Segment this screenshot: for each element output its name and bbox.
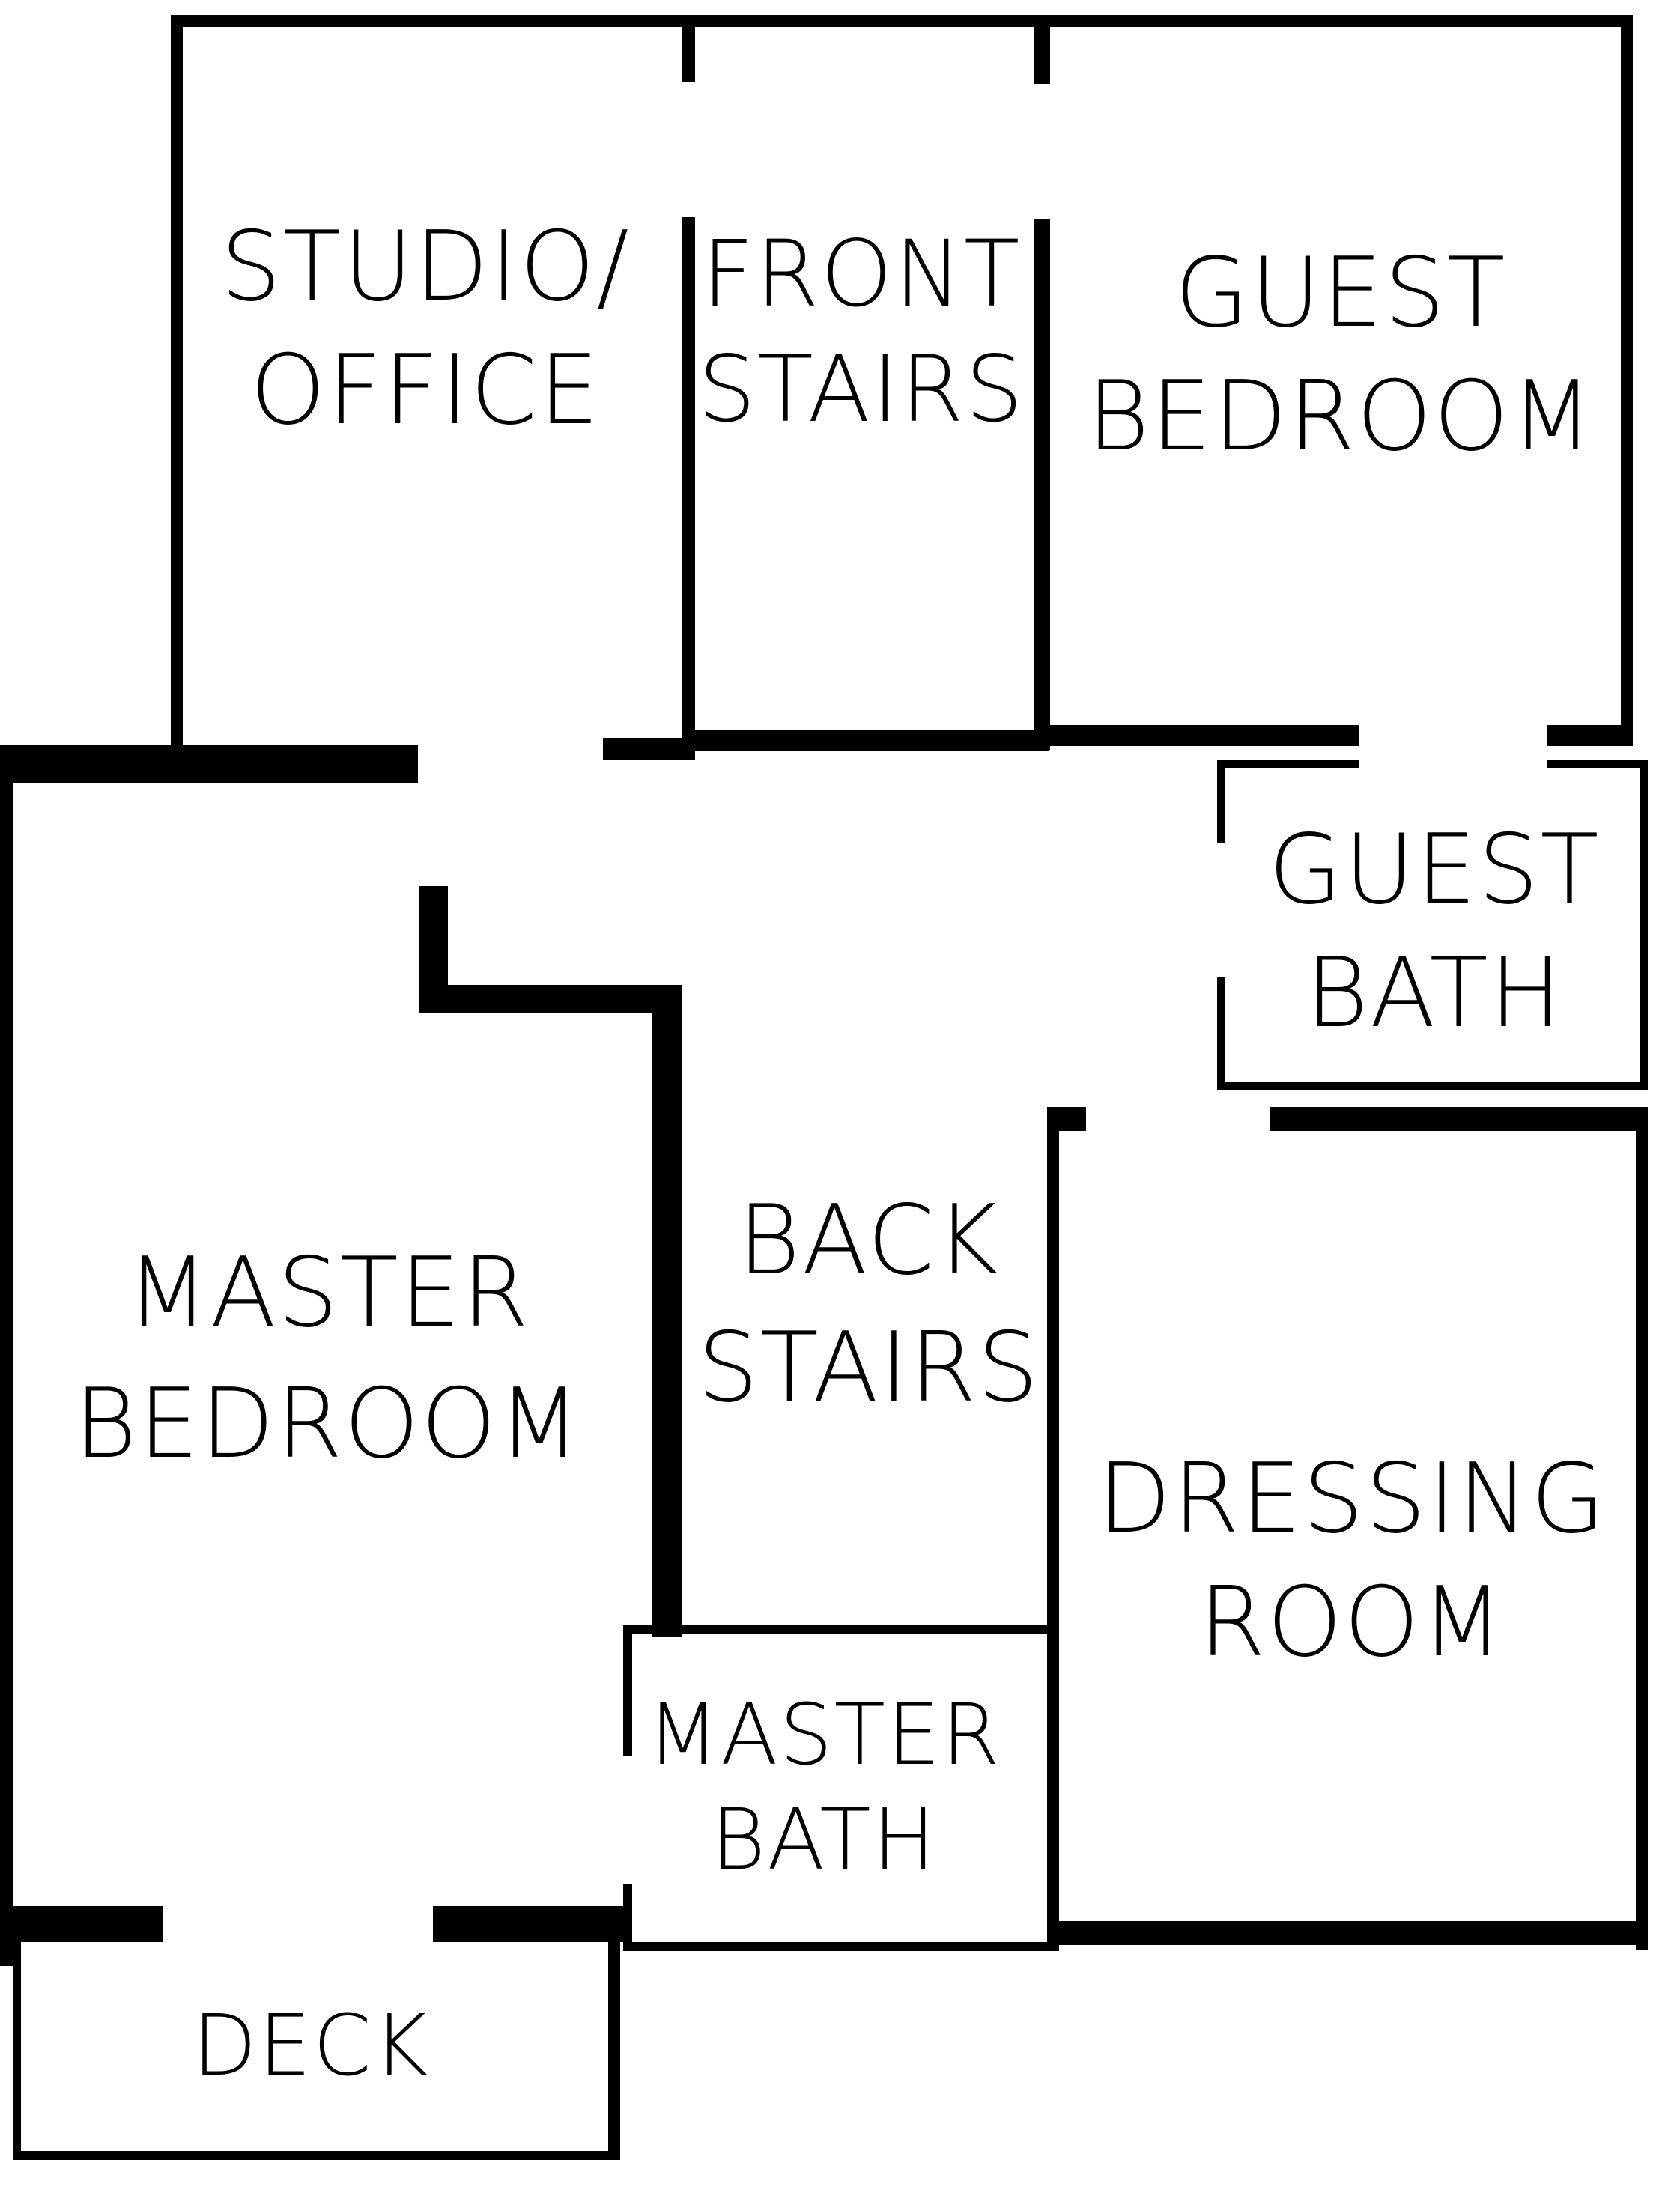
room-labels: STUDIO/ OFFICE FRONT STAIRS GUEST BEDROO…	[74, 211, 1607, 2095]
wall-guest-bedroom-top	[1049, 15, 1633, 27]
wall-master-bath-top	[623, 1625, 1059, 1634]
wall-master-bedroom-top	[0, 745, 418, 783]
wall-master-bath-bottom	[623, 1942, 1059, 1951]
wall-guest-bath-top-left	[1217, 760, 1359, 768]
wall-front-stairs-left-lower	[682, 217, 695, 760]
label-master-bedroom-line1: MASTER	[126, 1237, 530, 1349]
label-studio-office-line1: STUDIO/	[220, 211, 630, 323]
wall-master-bedroom-bottom-left	[0, 1906, 163, 1942]
wall-studio-bottom-stub	[603, 738, 693, 760]
wall-guest-bedroom-bottom-right	[1547, 725, 1633, 746]
label-studio-office-line2: OFFICE	[250, 335, 601, 446]
label-front-stairs-line2: STAIRS	[698, 336, 1025, 443]
wall-front-stairs-top	[695, 15, 1047, 27]
label-master-bath-line1: MASTER	[646, 1687, 1001, 1784]
wall-front-stairs-bottom	[695, 730, 1049, 751]
label-guest-bath-line2: BATH	[1306, 938, 1563, 1049]
wall-guest-bath-bottom	[1217, 1082, 1648, 1090]
wall-master-bath-left-upper	[623, 1625, 632, 1756]
wall-guest-bath-left-lower	[1217, 977, 1225, 1090]
label-master-bedroom-line2: BEDROOM	[74, 1368, 582, 1480]
label-guest-bath-line1: GUEST	[1268, 814, 1600, 926]
label-master-bath-line2: BATH	[711, 1792, 937, 1889]
wall-back-stairs-left	[652, 985, 682, 1637]
label-deck: DECK	[192, 1998, 430, 2095]
wall-front-stairs-left-upper	[682, 15, 695, 82]
label-guest-bedroom-line2: BEDROOM	[1087, 361, 1595, 473]
label-guest-bedroom-line1: GUEST	[1174, 237, 1506, 349]
wall-guest-bath-top-right	[1547, 760, 1648, 768]
wall-master-bedroom-left	[0, 745, 13, 1966]
wall-front-stairs-right-lower	[1034, 219, 1050, 750]
label-back-stairs-line2: STAIRS	[698, 1312, 1040, 1424]
label-front-stairs-line1: FRONT	[702, 221, 1022, 327]
wall-master-bedroom-bottom-right	[433, 1906, 626, 1942]
label-dressing-room-line1: DRESSING	[1097, 1443, 1607, 1555]
wall-deck-left	[13, 1942, 21, 2159]
wall-guest-bedroom-right	[1621, 15, 1633, 745]
wall-front-stairs-right-upper	[1034, 15, 1050, 84]
wall-dressing-room-bottom	[1047, 1921, 1648, 1945]
wall-back-stairs-right	[1047, 1107, 1059, 1950]
wall-studio-top	[171, 15, 695, 27]
wall-dressing-room-right	[1636, 1107, 1648, 1950]
label-back-stairs-line1: BACK	[738, 1185, 1000, 1296]
label-dressing-room-line2: ROOM	[1199, 1567, 1505, 1678]
wall-deck-right	[608, 1942, 620, 2159]
wall-deck-bottom	[13, 2151, 620, 2160]
wall-dressing-room-top	[1270, 1107, 1648, 1131]
wall-guest-bath-left-upper	[1217, 760, 1225, 843]
wall-studio-left	[171, 15, 183, 745]
wall-guest-bath-right	[1640, 760, 1648, 1090]
wall-master-bedroom-notch-horizontal	[419, 985, 682, 1013]
wall-master-bath-left-lower	[623, 1884, 632, 1951]
wall-guest-bedroom-bottom-left	[1049, 725, 1359, 746]
walls	[0, 15, 1648, 2160]
